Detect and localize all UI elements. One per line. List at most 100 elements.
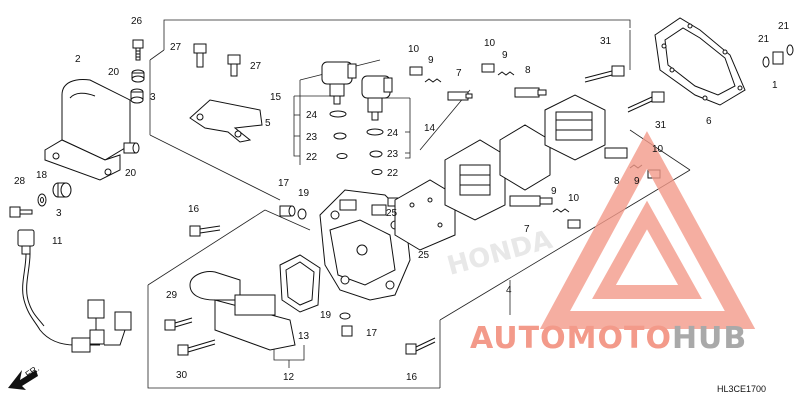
- callout-c10d: 10: [568, 193, 580, 204]
- washer-19-top: [297, 208, 307, 220]
- callout-c16a: 16: [188, 204, 200, 215]
- bolt-16-bottom: [405, 337, 436, 355]
- spool-7-top: [447, 91, 473, 101]
- callout-c24b: 24: [387, 128, 399, 139]
- bracket-5: [189, 99, 263, 143]
- bolt-31-bottom: [627, 91, 665, 113]
- clip-10-bottom: [567, 219, 581, 229]
- callout-c20b: 20: [125, 168, 137, 179]
- bolt-27-right: [227, 54, 241, 77]
- svg-text:AUTOMOTOHUB: AUTOMOTOHUB: [470, 321, 747, 356]
- callout-c18: 18: [36, 170, 48, 181]
- watermark-faint-brand: HONDA: [444, 225, 555, 282]
- callout-c7a: 7: [456, 68, 462, 79]
- callout-c15: 15: [270, 92, 282, 103]
- callout-c1: 1: [772, 80, 778, 91]
- callout-c21b: 21: [778, 21, 790, 32]
- callout-c30: 30: [176, 370, 188, 381]
- spool-8-top: [514, 87, 547, 98]
- callout-c4: 4: [506, 285, 512, 296]
- clip-10-top-right: [481, 63, 495, 73]
- spring-9-bottom: [552, 208, 570, 213]
- nut-20-side: [123, 142, 140, 154]
- watermark-text-part1: AUTOMOTO: [470, 321, 672, 356]
- upper-valve-body: [544, 94, 606, 161]
- bolt-31-top: [584, 65, 625, 83]
- linear-solenoid-13: [189, 254, 321, 351]
- seals-24-23-22: [329, 110, 384, 175]
- callout-c10b: 10: [484, 38, 496, 49]
- callout-c3b: 3: [56, 208, 62, 219]
- callout-c28: 28: [14, 176, 26, 187]
- callout-c7b: 7: [524, 224, 530, 235]
- callout-c5: 5: [265, 118, 271, 129]
- cover-2: [44, 79, 131, 181]
- bolt-29: [164, 317, 193, 331]
- callout-c3a: 3: [150, 92, 156, 103]
- gasket-plate-middle: [499, 124, 551, 191]
- callout-c29: 29: [166, 290, 178, 301]
- nut-17-top: [279, 205, 296, 217]
- callout-c23b: 23: [387, 149, 399, 160]
- bolt-26: [132, 39, 144, 61]
- watermark-triangle-inner: [592, 200, 702, 299]
- callout-c13: 13: [298, 331, 310, 342]
- callout-c9d: 9: [551, 186, 557, 197]
- bolt-30: [177, 339, 216, 356]
- separator-plate-left: [394, 179, 456, 251]
- washer-19-bottom: [339, 312, 351, 320]
- bolt-27-left: [193, 43, 207, 68]
- nut-17-bottom: [341, 325, 353, 337]
- callout-c9a: 9: [428, 55, 434, 66]
- callout-c12: 12: [283, 372, 295, 383]
- callout-c31a: 31: [600, 36, 612, 47]
- callout-c19a: 19: [298, 188, 310, 199]
- callout-c9c: 9: [634, 176, 640, 187]
- callout-c21a: 21: [758, 34, 770, 45]
- callout-labels: 26 2 20 3 27 27 5 15 24 23 22 14 24 23 2…: [14, 16, 790, 394]
- spring-9-top-right: [497, 71, 515, 76]
- callout-c24a: 24: [306, 110, 318, 121]
- callout-c27b: 27: [250, 61, 262, 72]
- bolt-16-top: [189, 225, 221, 237]
- callout-c16b: 16: [406, 372, 418, 383]
- watermark-triangle-outer: [539, 131, 756, 329]
- watermark-text-part2: HUB: [672, 321, 747, 356]
- callout-c31b: 31: [655, 120, 667, 131]
- valve-body-main: [319, 189, 411, 301]
- separator-body-middle: [444, 139, 506, 221]
- nut-20-top: [131, 69, 145, 83]
- bolt-28: [9, 206, 33, 218]
- callout-c26: 26: [131, 16, 143, 27]
- callout-c8b: 8: [614, 176, 620, 187]
- callout-c10a: 10: [408, 44, 420, 55]
- grommet-3-side: [52, 182, 72, 198]
- callout-c2: 2: [75, 54, 81, 65]
- callout-c22b: 22: [387, 168, 399, 179]
- callout-c25a: 25: [386, 208, 398, 219]
- spool-7-bottom: [509, 195, 553, 207]
- harness-11: [17, 229, 132, 353]
- callout-c11: 11: [52, 236, 63, 247]
- callout-c27a: 27: [170, 42, 182, 53]
- front-arrow: [8, 370, 38, 390]
- solenoid-14: [361, 75, 393, 121]
- grommet-3-top: [130, 88, 144, 104]
- spool-8-right: [604, 147, 628, 159]
- gasket-6: [654, 17, 746, 106]
- callout-c10c: 10: [652, 144, 664, 155]
- solenoid-15: [321, 61, 357, 105]
- callout-c23a: 23: [306, 132, 318, 143]
- callout-c19b: 19: [320, 310, 332, 321]
- spring-9-top-left: [424, 78, 442, 83]
- callout-c6: 6: [706, 116, 712, 127]
- callout-c8a: 8: [525, 65, 531, 76]
- clip-10-top-left: [409, 66, 423, 76]
- callout-c17a: 17: [278, 178, 290, 189]
- callout-c22a: 22: [306, 152, 318, 163]
- diagram-code: HL3CE1700: [717, 384, 766, 394]
- plug-21-1: [762, 44, 794, 68]
- callout-c9b: 9: [502, 50, 508, 61]
- callout-c14: 14: [424, 123, 436, 134]
